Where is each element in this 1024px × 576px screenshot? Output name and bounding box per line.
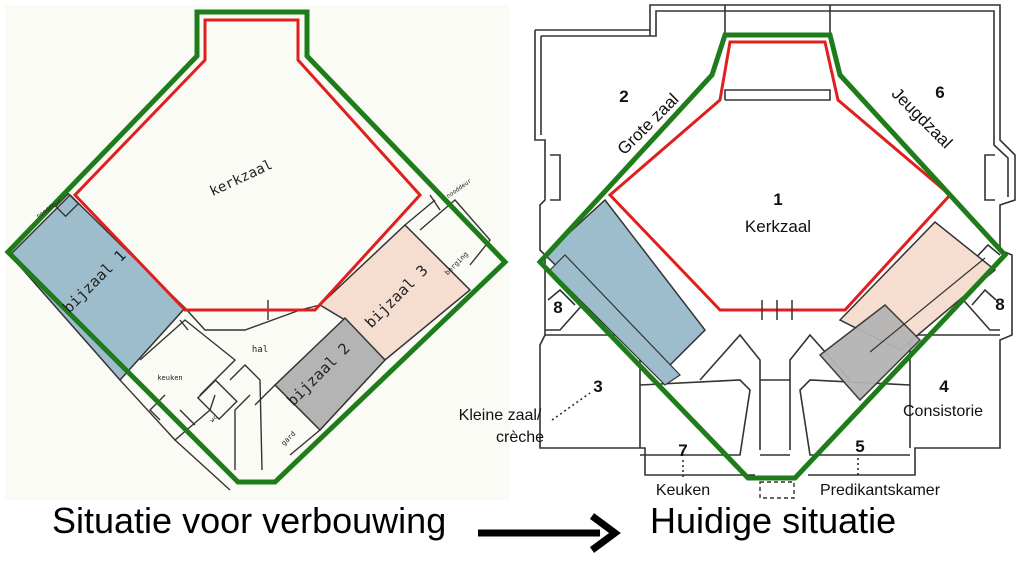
right-label-num1: 1 xyxy=(773,190,782,209)
right-label-num7: 7 xyxy=(678,441,687,460)
right-label-num8-right: 8 xyxy=(995,295,1004,314)
right-label-consistorie: Consistorie xyxy=(903,403,983,420)
right-door-ticks xyxy=(761,300,793,320)
left-label-wc: wc xyxy=(209,414,219,424)
left-label-hal: hal xyxy=(252,345,268,355)
right-label-jeugdzaal: Jeugdzaal xyxy=(888,84,956,152)
right-dashed-entrance xyxy=(759,481,795,499)
left-label-keuken: keuken xyxy=(157,374,182,382)
right-label-num6: 6 xyxy=(935,83,944,102)
right-label-num4: 4 xyxy=(939,377,949,396)
left-kerkzaal-outline xyxy=(72,18,423,312)
left-zone-bijzaal2 xyxy=(273,316,387,432)
right-label-kleine-zaal-line1: Kleine zaal/ xyxy=(459,407,542,424)
right-building-outline xyxy=(536,32,1009,481)
right-label-num8-left: 8 xyxy=(553,298,562,317)
right-zone-grey-divider xyxy=(869,257,986,353)
left-building-outline xyxy=(4,9,509,485)
right-label-num3: 3 xyxy=(593,377,602,396)
right-label-kerkzaal: Kerkzaal xyxy=(745,217,811,236)
right-building-walls xyxy=(534,4,1016,476)
caption-before: Situatie voor verbouwing xyxy=(52,500,447,541)
right-label-predikantskamer: Predikantskamer xyxy=(820,482,941,499)
left-interior-walls xyxy=(54,192,491,491)
left-zone-bijzaal3 xyxy=(318,223,472,362)
left-floorplan: kerkzaal bijzaal 1 bijzaal 3 bijzaal 2 b… xyxy=(4,5,510,500)
long-right-arrow-icon xyxy=(478,513,621,553)
right-floorplan: 2 Grote zaal 6 Jeugdzaal 1 Kerkzaal 8 8 … xyxy=(459,4,1016,499)
right-label-keuken: Keuken xyxy=(656,482,710,499)
right-kerkzaal-outline xyxy=(607,40,953,312)
right-zone-blue-strip xyxy=(549,254,681,386)
right-zone-grey xyxy=(818,304,922,402)
right-label-num2: 2 xyxy=(619,87,628,106)
leader-kleine-zaal xyxy=(551,392,591,421)
caption-after: Huidige situatie xyxy=(650,500,897,541)
right-label-num5: 5 xyxy=(855,437,864,456)
right-label-kleine-zaal-line2: crèche xyxy=(496,429,544,446)
